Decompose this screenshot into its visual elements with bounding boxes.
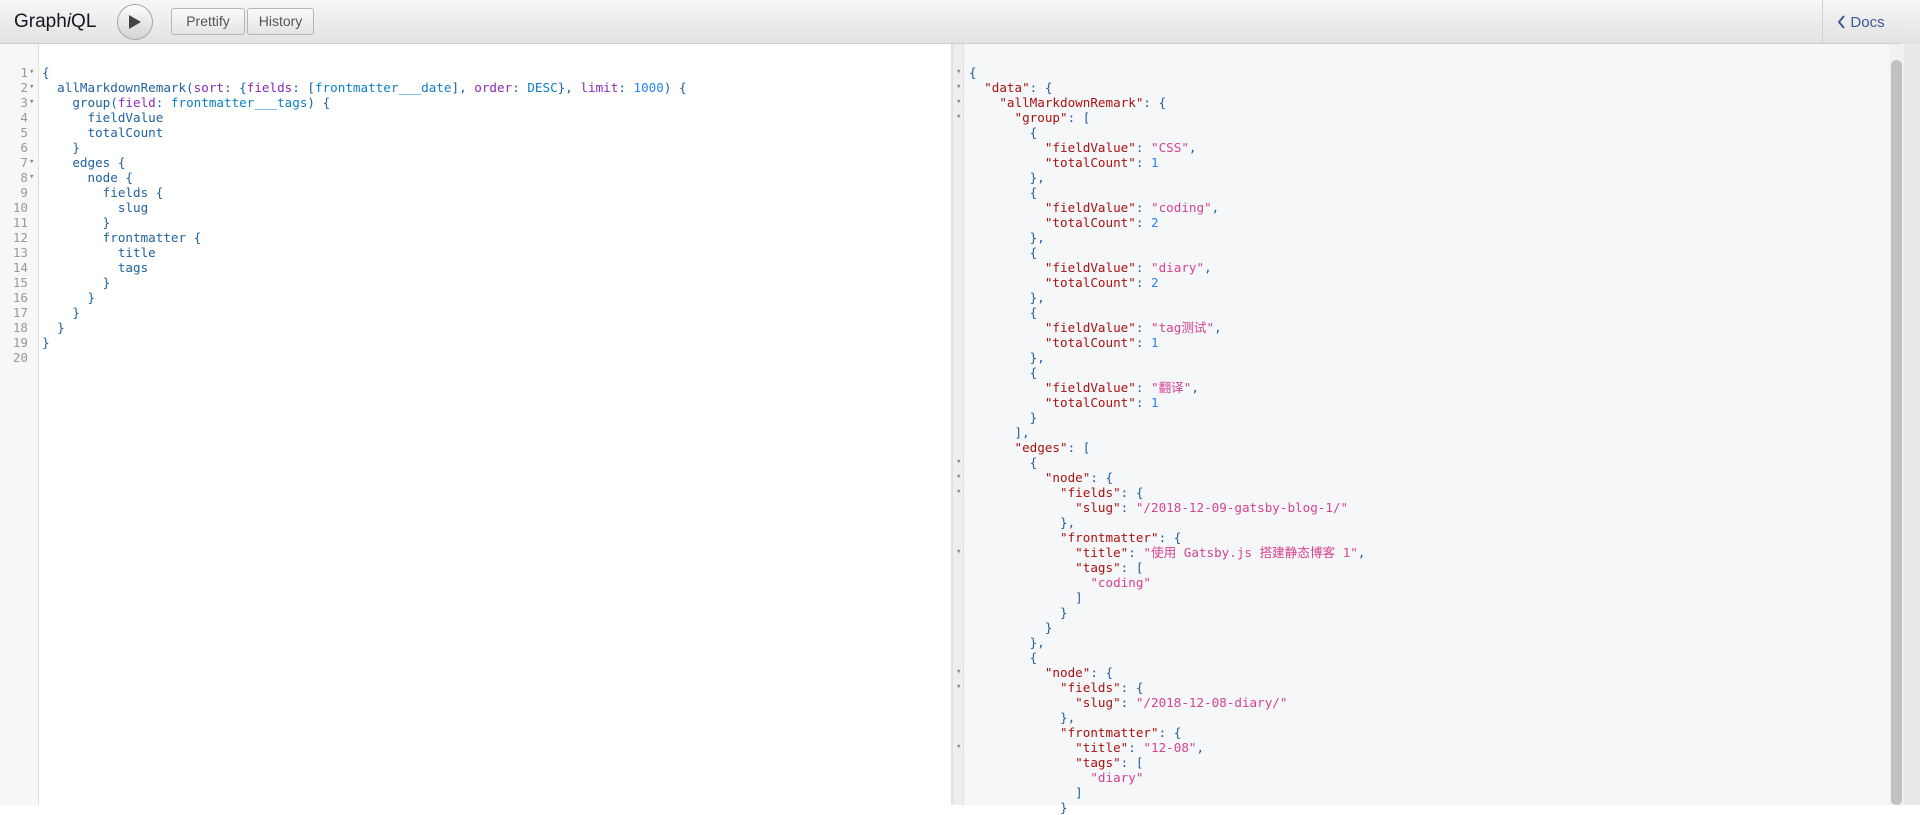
result-code-line: "fieldValue": "coding",	[1044, 200, 1220, 215]
result-code-line: "fieldValue": "tag测试",	[1044, 320, 1222, 335]
query-gutter: 1 2 3 4 5 6 7 8 9 10 11 12 13 14 15 16 1…	[0, 44, 39, 805]
result-code-line: {	[969, 650, 1038, 665]
query-code-line: }	[42, 305, 80, 320]
query-code-line: }	[42, 275, 111, 290]
result-code-line: "title": "使用 Gatsby.js 搭建静态博客 1",	[1075, 545, 1366, 560]
result-code-line: ],	[969, 425, 1030, 440]
toolbar-edge	[1899, 0, 1920, 44]
query-code-line: slug	[42, 200, 149, 215]
result-code-line: },	[969, 515, 1076, 530]
query-code-line: }	[42, 320, 65, 335]
app-title-prefix: Graph	[14, 11, 67, 32]
query-editor[interactable]: 1 2 3 4 5 6 7 8 9 10 11 12 13 14 15 16 1…	[0, 44, 952, 805]
result-code-line: "tags": [	[1075, 755, 1144, 770]
result-viewer: ▾ ▾ ▾ ▾ ▾ ▾ ▾ ▾ ▾ ▾ ▾ { "data": { "allMa…	[956, 44, 1889, 815]
result-code-line: "fieldValue": "翻译",	[1044, 380, 1199, 395]
history-button[interactable]: History	[247, 8, 314, 35]
result-code-line: },	[969, 635, 1045, 650]
result-code-line: {	[969, 65, 977, 80]
result-code-line: "diary"	[1090, 770, 1144, 785]
result-code-line: "edges": [	[1014, 440, 1091, 455]
result-code-line: },	[969, 710, 1076, 725]
chevron-left-icon	[1838, 15, 1846, 29]
query-code-line: }	[42, 335, 50, 350]
result-code-line: "fieldValue": "diary",	[1044, 260, 1212, 275]
result-code-line: "node": {	[1044, 470, 1114, 485]
result-code-line: "totalCount": 1	[1044, 155, 1159, 170]
query-code-line: group(field: frontmatter___tags) {	[42, 95, 331, 110]
query-code-line: node {	[42, 170, 133, 185]
query-code-line: edges {	[42, 155, 126, 170]
query-code-line: tags	[42, 260, 149, 275]
result-code-line: "group": [	[1014, 110, 1091, 125]
query-code-line: frontmatter {	[42, 230, 202, 245]
result-fold-markers[interactable]: ▾ ▾ ▾ ▾ ▾ ▾ ▾ ▾ ▾ ▾ ▾	[956, 67, 962, 752]
result-code-line: "totalCount": 1	[1044, 395, 1159, 410]
result-code: { "data": { "allMarkdownRemark": { "grou…	[969, 65, 1365, 815]
result-code-line: }	[969, 605, 1068, 620]
query-line-numbers: 1 2 3 4 5 6 7 8 9 10 11 12 13 14 15 16 1…	[12, 65, 28, 365]
run-query-button[interactable]	[117, 4, 153, 40]
query-code-line: }	[42, 140, 80, 155]
result-code-line: "fields": {	[1060, 680, 1144, 695]
result-code-line: "totalCount": 2	[1044, 275, 1159, 290]
result-code-line: "data": {	[984, 80, 1053, 95]
result-code-line: ]	[969, 785, 1083, 800]
window-edge	[1904, 44, 1920, 805]
query-code-line: ​	[42, 350, 687, 365]
result-code-line: {	[969, 305, 1038, 320]
docs-button[interactable]: Docs	[1822, 0, 1899, 44]
result-code-line: "coding"	[1090, 575, 1151, 590]
query-fold-markers[interactable]: ▾ ▾ ▾ ▾ ▾	[29, 67, 35, 182]
result-code-line: }	[969, 800, 1068, 815]
result-code-line: "frontmatter": {	[1060, 725, 1182, 740]
query-code-line: fieldValue	[42, 110, 164, 125]
app-title-suffix: QL	[71, 11, 97, 32]
docs-label: Docs	[1850, 13, 1885, 31]
app-title-ital: i	[66, 11, 72, 32]
result-code-line: },	[969, 170, 1045, 185]
result-code-line: }	[969, 410, 1038, 425]
result-code-line: "fieldValue": "CSS",	[1044, 140, 1197, 155]
query-code-line: {	[42, 65, 50, 80]
result-code-line: "title": "12-08",	[1075, 740, 1205, 755]
app-title: GraphiQL	[14, 11, 96, 33]
result-code-line: {	[969, 245, 1038, 260]
result-code-line: "totalCount": 1	[1044, 335, 1159, 350]
result-code-line: "totalCount": 2	[1044, 215, 1159, 230]
result-scrollbar-thumb[interactable]	[1891, 60, 1902, 805]
result-code-line: }	[969, 620, 1053, 635]
result-code-line: ]	[969, 590, 1083, 605]
result-code-line: },	[969, 290, 1045, 305]
query-code-line: totalCount	[42, 125, 164, 140]
result-code-line: "fields": {	[1060, 485, 1144, 500]
result-code-line: "slug": "/2018-12-08-diary/"	[1075, 695, 1288, 710]
toolbar: GraphiQL Prettify History Docs	[0, 0, 1920, 44]
result-code-line: "tags": [	[1075, 560, 1144, 575]
result-code-line: {	[969, 125, 1038, 140]
result-code-line: {	[969, 455, 1038, 470]
result-code-line: "node": {	[1044, 665, 1114, 680]
query-code-line: title	[42, 245, 156, 260]
result-code-line: {	[969, 365, 1038, 380]
result-code-line: "slug": "/2018-12-09-gatsby-blog-1/"	[1075, 500, 1349, 515]
query-code-line: }	[42, 215, 111, 230]
query-code-line: allMarkdownRemark(sort: {fields: [frontm…	[42, 80, 687, 95]
result-code-line: {	[969, 185, 1038, 200]
result-code-line: "frontmatter": {	[1060, 530, 1182, 545]
play-icon	[129, 15, 141, 29]
result-code-line: },	[969, 350, 1045, 365]
query-code[interactable]: { allMarkdownRemark(sort: {fields: [fron…	[42, 65, 687, 365]
query-code-line: fields {	[42, 185, 164, 200]
result-code-line: },	[969, 230, 1045, 245]
query-code-line: }	[42, 290, 96, 305]
result-code-line: "allMarkdownRemark": {	[999, 95, 1167, 110]
pane-divider[interactable]	[952, 44, 964, 805]
prettify-button[interactable]: Prettify	[171, 8, 245, 35]
